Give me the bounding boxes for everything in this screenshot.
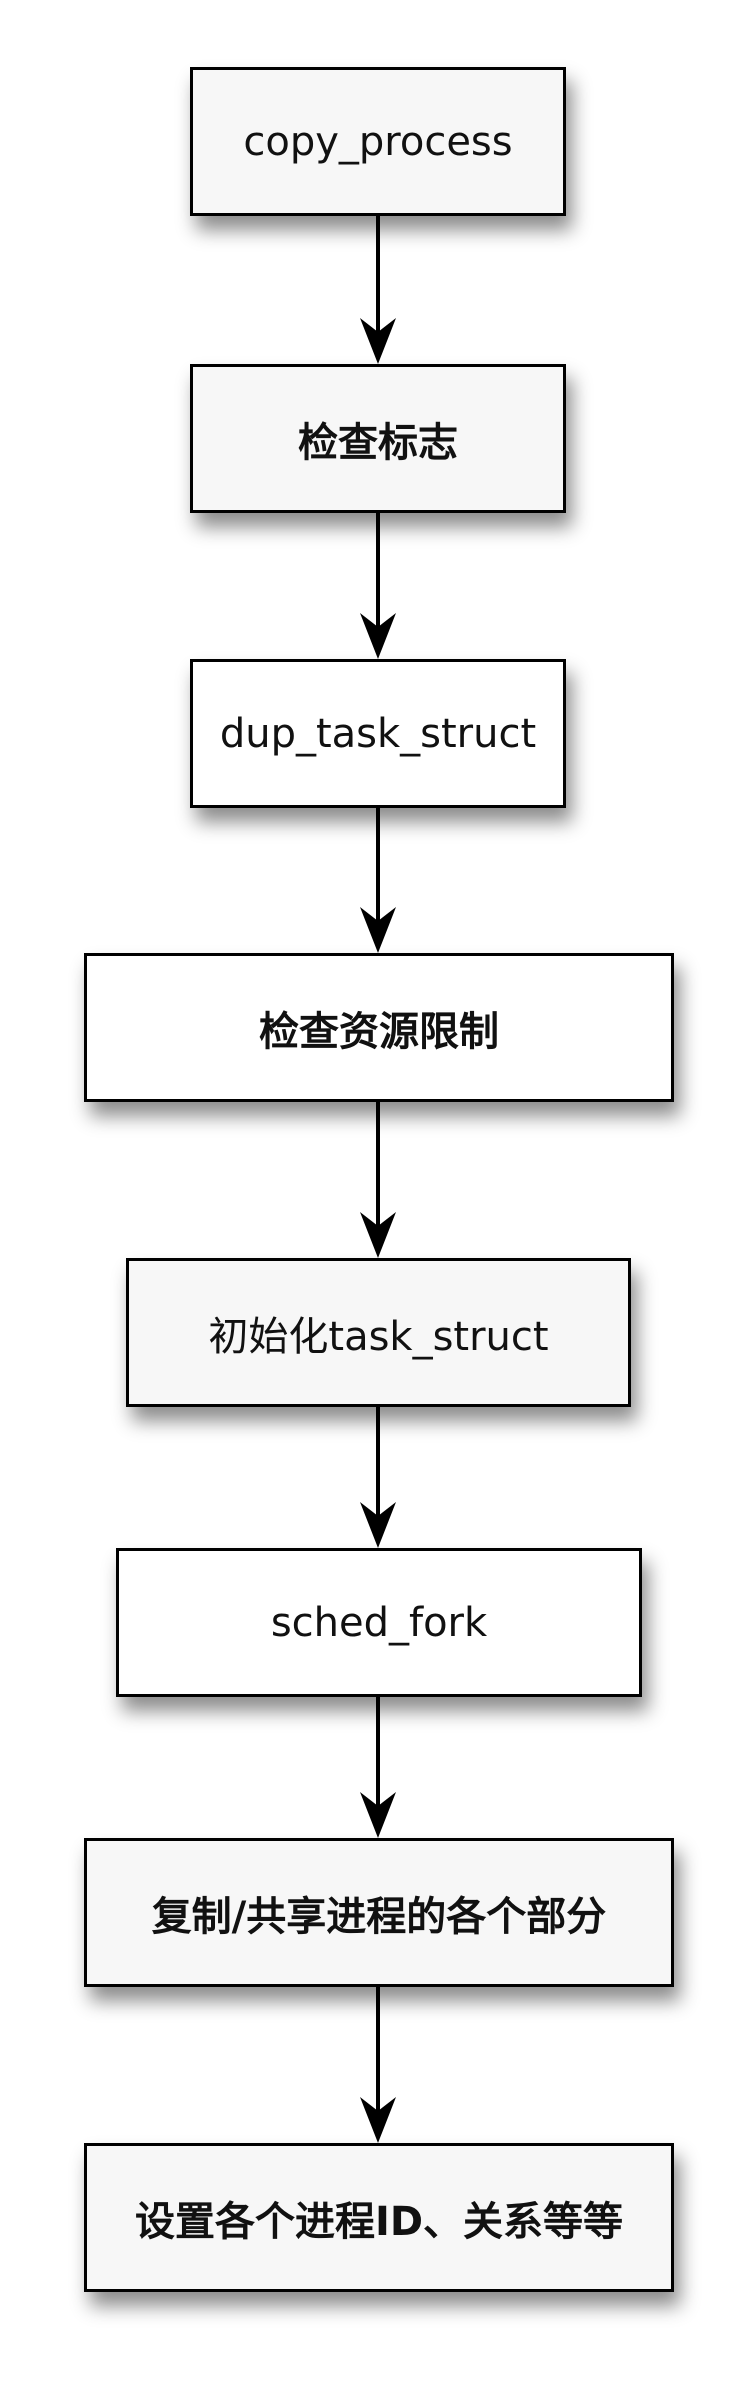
- node-label: 复制/共享进程的各个部分: [151, 1893, 607, 1940]
- node-label: 检查资源限制: [259, 1008, 499, 1055]
- node-dup-task-struct: dup_task_struct: [190, 659, 566, 808]
- arrowhead-1: [360, 318, 396, 364]
- node-label: dup_task_struct: [219, 710, 537, 757]
- node-label: 初始化task_struct: [208, 1313, 549, 1360]
- node-check-resource-limits: 检查资源限制: [84, 953, 674, 1102]
- arrowhead-3: [360, 907, 396, 953]
- node-label: copy_process: [243, 118, 513, 165]
- node-label: 设置各个进程ID、关系等等: [134, 2198, 624, 2245]
- arrowhead-5: [360, 1502, 396, 1548]
- arrowhead-4: [360, 1212, 396, 1258]
- node-copy-share-parts: 复制/共享进程的各个部分: [84, 1838, 674, 1987]
- node-label: sched_fork: [270, 1599, 488, 1646]
- arrowhead-6: [360, 1792, 396, 1838]
- arrowhead-7: [360, 2097, 396, 2143]
- node-init-task-struct: 初始化task_struct: [126, 1258, 631, 1407]
- node-sched-fork: sched_fork: [116, 1548, 642, 1697]
- node-check-flags: 检查标志: [190, 364, 566, 513]
- node-copy-process: copy_process: [190, 67, 566, 216]
- arrowhead-2: [360, 613, 396, 659]
- node-label: 检查标志: [298, 419, 458, 466]
- node-set-process-ids: 设置各个进程ID、关系等等: [84, 2143, 674, 2292]
